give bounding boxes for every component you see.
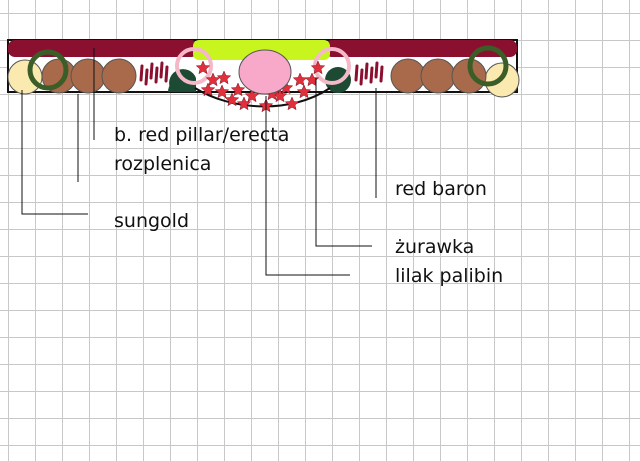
center-bed-bulge	[194, 87, 331, 108]
leader-lilak	[265, 96, 350, 276]
pink-ring-left	[175, 47, 213, 85]
lilak-center-shrub	[238, 49, 292, 95]
green-ring-left	[27, 49, 69, 91]
red-baron-grass-left	[139, 61, 169, 86]
label-red-baron: red baron	[395, 178, 487, 200]
red-star-plant	[230, 82, 246, 97]
red-star-plant	[244, 88, 260, 103]
red-star-plant	[296, 84, 312, 99]
green-ring-right	[467, 45, 509, 87]
tan-shrub	[390, 58, 426, 94]
red-star-plant	[224, 92, 240, 107]
red-star-plant	[216, 70, 232, 85]
hedge-right	[325, 40, 517, 57]
label-lilak: lilak palibin	[395, 265, 504, 287]
sungold-shrub-left	[7, 59, 43, 95]
label-red-pillar: b. red pillar/erecta	[114, 124, 290, 146]
red-star-plant	[310, 60, 326, 75]
red-star-plant	[236, 96, 252, 111]
red-baron-grass-right	[354, 61, 384, 86]
red-star-plant	[292, 72, 308, 87]
red-star-plant	[214, 84, 230, 99]
tan-shrub	[420, 58, 456, 94]
red-star-plant	[205, 72, 221, 87]
label-zurawka: żurawka	[395, 236, 475, 258]
red-star-plant	[200, 82, 216, 97]
leader-sungold	[21, 90, 88, 215]
label-rozplenica: rozplenica	[114, 153, 212, 175]
leader-lines	[21, 48, 377, 276]
tan-shrub	[101, 58, 137, 94]
leader-zurawka	[315, 78, 372, 247]
red-star-plant	[195, 60, 211, 75]
label-sungold: sungold	[114, 210, 190, 232]
tan-shrub	[70, 58, 106, 94]
red-star-plant	[284, 96, 300, 111]
